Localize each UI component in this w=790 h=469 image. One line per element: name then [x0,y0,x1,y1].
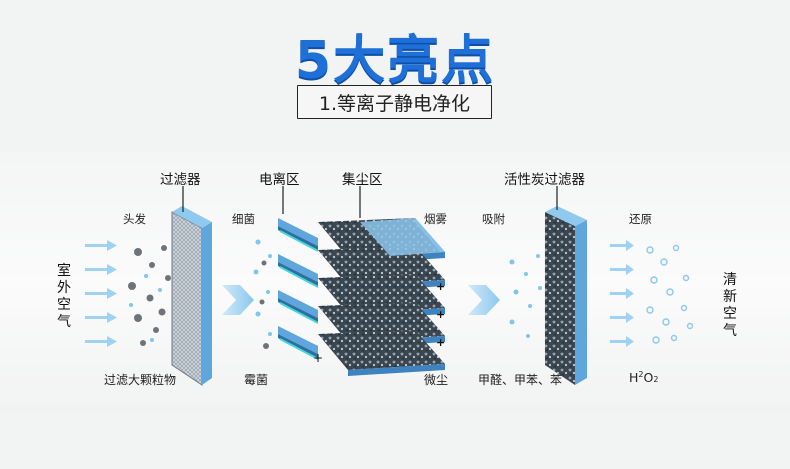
pollutant-particles [128,245,171,346]
inlet-arrows [85,240,117,347]
stage-dust-label: 集尘区 [342,172,383,188]
stage-filter-label: 过滤器 [160,172,201,188]
ionization-plates: + [278,218,323,365]
annotation-output: H2O2 [629,370,659,386]
dust-collection-plates: + + + [318,218,445,376]
carbon-filter-panel [545,206,587,385]
flow-arrow-2 [468,285,500,315]
annotation-fine-dust: 微尘 [424,373,449,387]
subtitle-text: 1.等离子静电净化 [318,92,471,115]
annotation-large-particles: 过滤大颗粒物 [104,373,177,387]
svg-text:+: + [313,351,323,365]
outlet-label: 清新空气 [723,272,737,339]
clean-molecules [646,244,694,344]
flow-arrow-1 [222,285,254,315]
annotation-hair: 头发 [123,212,146,226]
inlet-label: 室外空气 [57,263,71,330]
annotation-reduce: 还原 [629,212,652,226]
filter-panel [171,206,212,386]
svg-text:+: + [436,336,445,349]
svg-text:+: + [436,308,445,321]
stage-ionization-label: 电离区 [259,172,300,188]
stage-carbon-label: 活性炭过滤器 [504,172,585,188]
annotation-adsorb: 吸附 [482,212,505,226]
annotation-mold: 霉菌 [244,373,269,387]
annotation-smoke: 烟雾 [424,212,447,226]
annotation-bacteria: 细菌 [232,212,255,226]
subtitle-box: 1.等离子静电净化 [297,85,492,119]
outlet-arrows [610,240,634,347]
page-title: 5大亮点 [294,31,496,91]
annotation-vocs: 甲醛、甲苯、苯 [478,373,563,387]
svg-text:+: + [436,280,445,293]
